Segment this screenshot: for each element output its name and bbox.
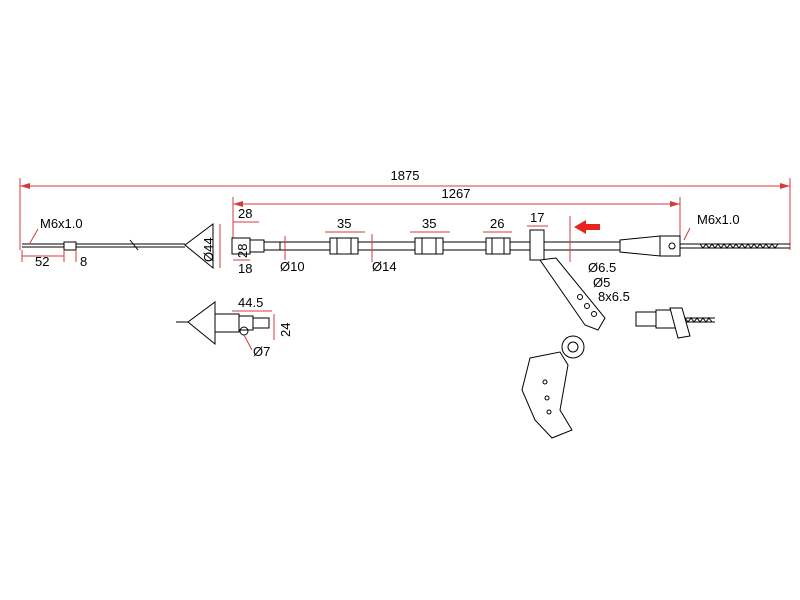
sleeve-3-length-label: 26 xyxy=(490,216,504,231)
bracket-width-label: 17 xyxy=(530,210,544,225)
hole-diameter-5-label: Ø5 xyxy=(593,275,610,290)
overall-length-label: 1875 xyxy=(391,168,420,183)
outer-diameter-14-label: Ø14 xyxy=(372,259,397,274)
detail-height-label: 24 xyxy=(278,323,293,337)
fitting-length-28-label: 28 xyxy=(238,206,252,221)
hole-diameter-6-5-label: Ø6.5 xyxy=(588,260,616,275)
detail-length-label: 44.5 xyxy=(238,295,263,310)
fitting-diameter-28-label: 28 xyxy=(235,244,250,258)
left-thread-label: M6x1.0 xyxy=(40,216,83,231)
slot-size-label: 8x6.5 xyxy=(598,289,630,304)
detail-diameter-label: Ø7 xyxy=(253,344,270,359)
cable-length-label: 1267 xyxy=(442,186,471,201)
end-fitting-detail-view xyxy=(635,307,715,339)
left-end-small-label: 8 xyxy=(80,254,87,269)
cable-length-dimension: 1267 xyxy=(232,186,681,245)
fitting-length-18-label: 18 xyxy=(238,261,252,276)
overall-dimension: 1875 xyxy=(19,168,791,250)
cone-diameter-label: Ø44 xyxy=(201,237,216,262)
fitting-detail-view: 44.5 24 Ø7 xyxy=(176,295,293,359)
right-thread-label: M6x1.0 xyxy=(697,212,740,227)
sleeve-1-length-label: 35 xyxy=(337,216,351,231)
arrow-left-icon xyxy=(574,220,600,234)
left-end-length-label: 52 xyxy=(35,254,49,269)
mounting-bracket xyxy=(539,257,606,331)
bracket-detail-view xyxy=(521,335,585,439)
sleeve-2-length-label: 35 xyxy=(422,216,436,231)
cable-body xyxy=(22,223,790,270)
detail-dimensions: M6x1.0 52 8 Ø44 28 28 18 Ø10 35 35 Ø14 2… xyxy=(21,206,740,304)
inner-diameter-10-label: Ø10 xyxy=(280,259,305,274)
